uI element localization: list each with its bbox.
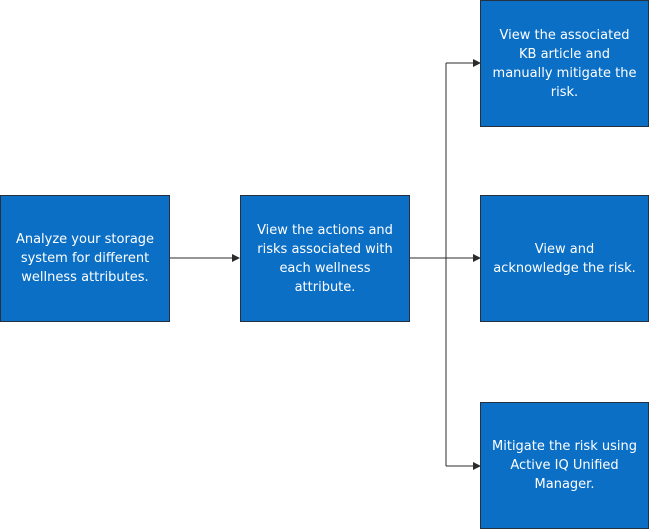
- node-acknowledge-label: View and acknowledge the risk.: [493, 241, 636, 276]
- node-mitigate-um: Mitigate the risk using Active IQ Unifie…: [480, 402, 649, 529]
- node-view-actions: View the actions and risks associated wi…: [240, 195, 410, 322]
- node-analyze-label: Analyze your storage system for differen…: [15, 232, 155, 285]
- node-view-kb-label: View the associated KB article and manua…: [492, 27, 637, 100]
- node-acknowledge: View and acknowledge the risk.: [480, 195, 649, 322]
- node-analyze: Analyze your storage system for differen…: [0, 195, 170, 322]
- node-view-actions-label: View the actions and risks associated wi…: [257, 222, 393, 295]
- node-mitigate-um-label: Mitigate the risk using Active IQ Unifie…: [492, 439, 637, 492]
- node-view-kb: View the associated KB article and manua…: [480, 0, 649, 127]
